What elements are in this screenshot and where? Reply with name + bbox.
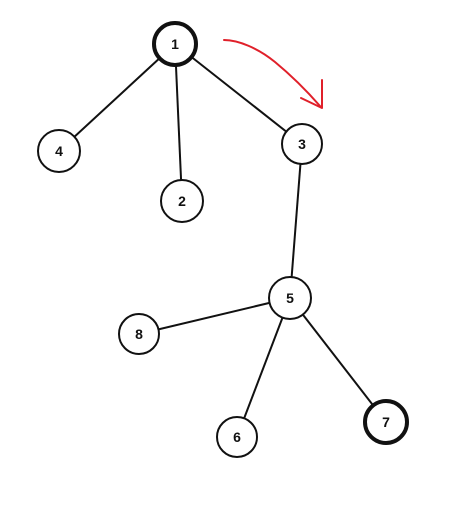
node-4: 4 <box>37 129 81 173</box>
node-5: 5 <box>268 276 312 320</box>
node-label-3: 3 <box>298 136 306 152</box>
node-circle-1 <box>152 21 198 67</box>
node-label-1: 1 <box>171 36 179 52</box>
node-2: 2 <box>160 179 204 223</box>
edge-1-3 <box>174 43 303 145</box>
node-circle-4 <box>37 129 81 173</box>
edge-3-5 <box>289 143 303 299</box>
node-label-8: 8 <box>135 326 143 342</box>
node-circle-3 <box>281 123 323 165</box>
node-label-2: 2 <box>178 193 186 209</box>
node-label-7: 7 <box>382 414 390 430</box>
node-6: 6 <box>216 416 258 458</box>
node-label-6: 6 <box>233 429 241 445</box>
node-circle-6 <box>216 416 258 458</box>
edge-5-7 <box>289 297 387 423</box>
arrow-shaft <box>223 39 321 107</box>
edge-5-8 <box>138 297 291 335</box>
node-circle-5 <box>268 276 312 320</box>
node-label-5: 5 <box>286 290 294 306</box>
nodes-layer: 1 4 2 3 5 8 6 7 <box>37 21 409 458</box>
node-circle-7 <box>363 399 409 445</box>
node-1: 1 <box>152 21 198 67</box>
direction-arrow <box>223 39 323 109</box>
node-3: 3 <box>281 123 323 165</box>
edge-1-2 <box>174 43 183 202</box>
edge-1-4 <box>58 43 176 152</box>
node-circle-8 <box>118 313 160 355</box>
arrow-head <box>300 79 323 109</box>
edge-5-6 <box>236 297 291 438</box>
node-7: 7 <box>363 399 409 445</box>
node-circle-2 <box>160 179 204 223</box>
edges-layer <box>58 43 387 438</box>
node-label-4: 4 <box>55 143 63 159</box>
node-8: 8 <box>118 313 160 355</box>
